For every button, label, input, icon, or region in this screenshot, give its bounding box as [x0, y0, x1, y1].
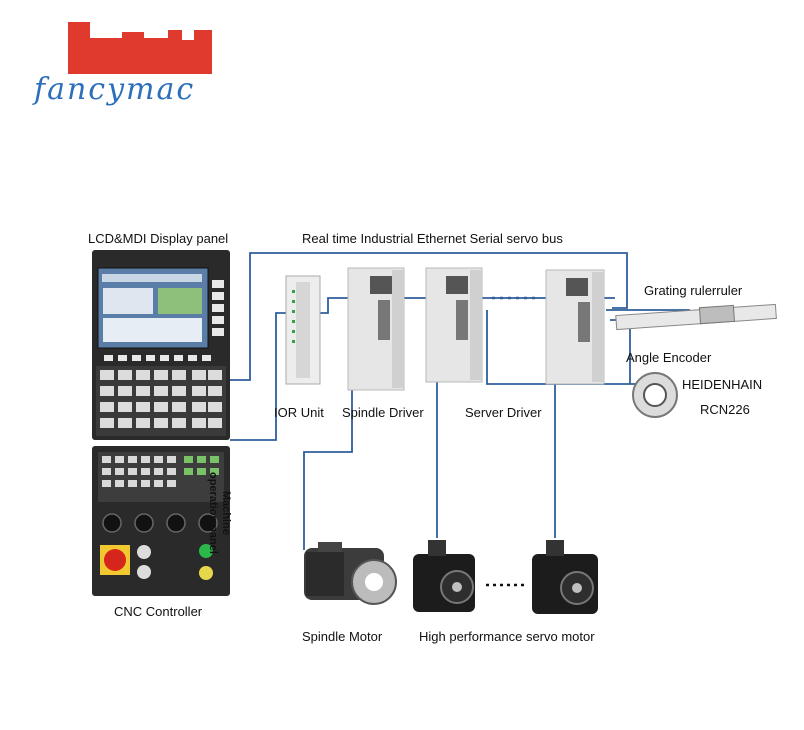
label-servo-bus: Real time Industrial Ethernet Serial ser… [302, 231, 563, 246]
label-spindle-driver: Spindle Driver [342, 405, 424, 420]
bus-line-top [230, 252, 628, 381]
label-grating-ruler: Grating rulerruler [644, 283, 743, 298]
angle-encoder-device [632, 372, 678, 418]
label-angle-encoder: Angle Encoder [626, 350, 712, 365]
label-machine-operation-panel: Machine operation panel [206, 472, 232, 554]
label-machine-line1: Machine [220, 490, 232, 535]
ior-spindle-link [320, 297, 352, 314]
label-servo-motor: High performance servo motor [419, 629, 595, 644]
label-rcn226: RCN226 [700, 402, 750, 417]
server-driver-device-2 [545, 269, 605, 385]
label-spindle-motor: Spindle Motor [302, 629, 383, 644]
ior-unit-device [285, 275, 321, 385]
label-server-driver: Server Driver [465, 405, 542, 420]
logo-text: fancymac [34, 72, 196, 107]
label-machine-line2: operation panel [207, 472, 219, 554]
label-heidenhain: HEIDENHAIN [682, 377, 763, 392]
servo-motor-device-1 [413, 540, 475, 612]
cnc-controller-unit [92, 250, 230, 596]
servo-motor-device-2 [532, 540, 598, 614]
ior-link [230, 312, 291, 441]
server-driver-device [425, 267, 483, 383]
label-ior-unit: IOR Unit [274, 405, 324, 420]
label-display-panel: LCD&MDI Display panel [88, 231, 229, 246]
grating-ruler-device [615, 303, 777, 331]
spindle-driver-device [347, 267, 405, 391]
spindle-motor-device [304, 542, 397, 605]
label-cnc-controller: CNC Controller [114, 604, 203, 619]
